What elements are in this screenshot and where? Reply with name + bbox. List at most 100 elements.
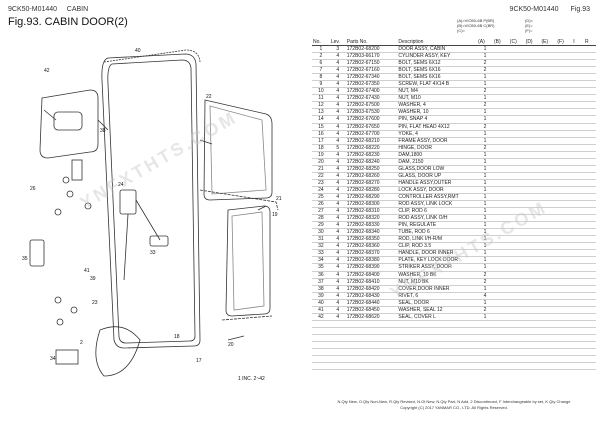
- cell-a: 2: [477, 306, 493, 314]
- cell-empty: [556, 271, 573, 279]
- cell-a: 2: [477, 123, 493, 131]
- cell-empty: [524, 80, 541, 89]
- cell-desc: NUT, M4: [397, 87, 478, 96]
- cell-empty: [477, 334, 493, 342]
- parts-table-header: No. Lev. Parts No. Description (A) (B) (…: [312, 38, 596, 46]
- cell-empty: [584, 130, 596, 138]
- cell-empty: [508, 214, 525, 223]
- cell-empty: [572, 263, 585, 272]
- cell-empty: [397, 362, 478, 371]
- bolt-circle: [56, 318, 64, 326]
- cell-empty: [540, 271, 557, 279]
- cell-empty: [584, 172, 596, 180]
- cell-empty: [508, 271, 525, 279]
- outer-handle: [95, 326, 141, 377]
- cell-empty: [584, 242, 596, 251]
- footer: N.Qty New, O.Qty Non-New, R.Qty Revised,…: [312, 399, 596, 411]
- cell-pn: 172B02-67340: [345, 73, 398, 82]
- cell-empty: [508, 73, 525, 82]
- cell-empty: [312, 334, 330, 342]
- cell-empty: [584, 207, 596, 216]
- cell-empty: [540, 235, 557, 244]
- parts-row-blank: [312, 341, 596, 350]
- cell-empty: [524, 52, 541, 61]
- cell-empty: [312, 320, 330, 328]
- callout-17: 17: [196, 358, 202, 364]
- cell-empty: [540, 115, 557, 124]
- cell-empty: [524, 320, 541, 328]
- cell-empty: [508, 320, 525, 328]
- cell-empty: [540, 348, 557, 357]
- cell-empty: [572, 144, 585, 152]
- callout-35: 35: [22, 256, 28, 262]
- cell-pn: 172B02-68440: [345, 299, 398, 307]
- cell-empty: [492, 87, 509, 96]
- cell-lev: 4: [329, 108, 346, 117]
- cell-empty: [329, 341, 346, 350]
- cell-empty: [556, 80, 573, 89]
- cell-empty: [540, 165, 557, 173]
- cell-pn: 172B02-67650: [345, 123, 398, 131]
- cell-a: 1: [477, 263, 493, 272]
- cell-no: 1: [312, 45, 330, 54]
- cell-empty: [584, 327, 596, 335]
- cell-pn: 172B02-68410: [345, 278, 398, 286]
- cell-empty: [397, 341, 478, 350]
- cell-empty: [572, 249, 585, 258]
- cell-empty: [492, 355, 509, 364]
- cell-desc: GLASS,DOOR LOW: [397, 165, 478, 173]
- cell-empty: [492, 341, 509, 350]
- cell-empty: [572, 228, 585, 237]
- cell-empty: [572, 278, 585, 286]
- cell-empty: [556, 334, 573, 342]
- cell-empty: [492, 73, 509, 82]
- cell-no: 33: [312, 249, 330, 258]
- applicability-line: (F)=: [525, 28, 533, 33]
- door-frame-outer: [101, 53, 201, 349]
- cell-pn: 172B03-66170: [345, 52, 398, 61]
- callout-23: 23: [92, 300, 98, 306]
- callout-34: 34: [50, 356, 56, 362]
- cell-empty: [312, 362, 330, 371]
- cell-empty: [329, 320, 346, 328]
- cell-empty: [572, 242, 585, 251]
- cell-lev: 4: [329, 242, 346, 251]
- cell-empty: [556, 228, 573, 237]
- upper-glass: [203, 99, 273, 201]
- cell-lev: 4: [329, 158, 346, 166]
- cell-empty: [345, 355, 398, 364]
- cell-empty: [524, 256, 541, 265]
- cell-pn: 172B02-67500: [345, 101, 398, 110]
- cell-no: 23: [312, 179, 330, 187]
- cell-a: 2: [477, 66, 493, 75]
- cell-empty: [492, 299, 509, 307]
- header-model-section: 9CK50-M01440 CABIN: [8, 6, 88, 13]
- cell-empty: [540, 80, 557, 89]
- cell-pn: 172B02-68270: [345, 179, 398, 187]
- callout-22: 22: [206, 94, 212, 100]
- cell-empty: [492, 108, 509, 117]
- cell-empty: [492, 45, 509, 54]
- cell-a: 1: [477, 158, 493, 166]
- cell-empty: [329, 355, 346, 364]
- cell-no: 27: [312, 207, 330, 216]
- cell-empty: [508, 306, 525, 314]
- door-frame-inner: [107, 59, 196, 344]
- cell-empty: [508, 207, 525, 216]
- leader-line: [227, 335, 245, 341]
- cell-empty: [492, 221, 509, 230]
- cell-lev: 4: [329, 80, 346, 89]
- rod-link-2: [123, 213, 129, 281]
- cell-empty: [556, 285, 573, 293]
- cell-desc: WASHER, 10: [397, 108, 478, 117]
- cell-lev: 4: [329, 313, 346, 321]
- cell-empty: [524, 348, 541, 357]
- cell-empty: [556, 299, 573, 307]
- cell-a: 1: [477, 137, 493, 145]
